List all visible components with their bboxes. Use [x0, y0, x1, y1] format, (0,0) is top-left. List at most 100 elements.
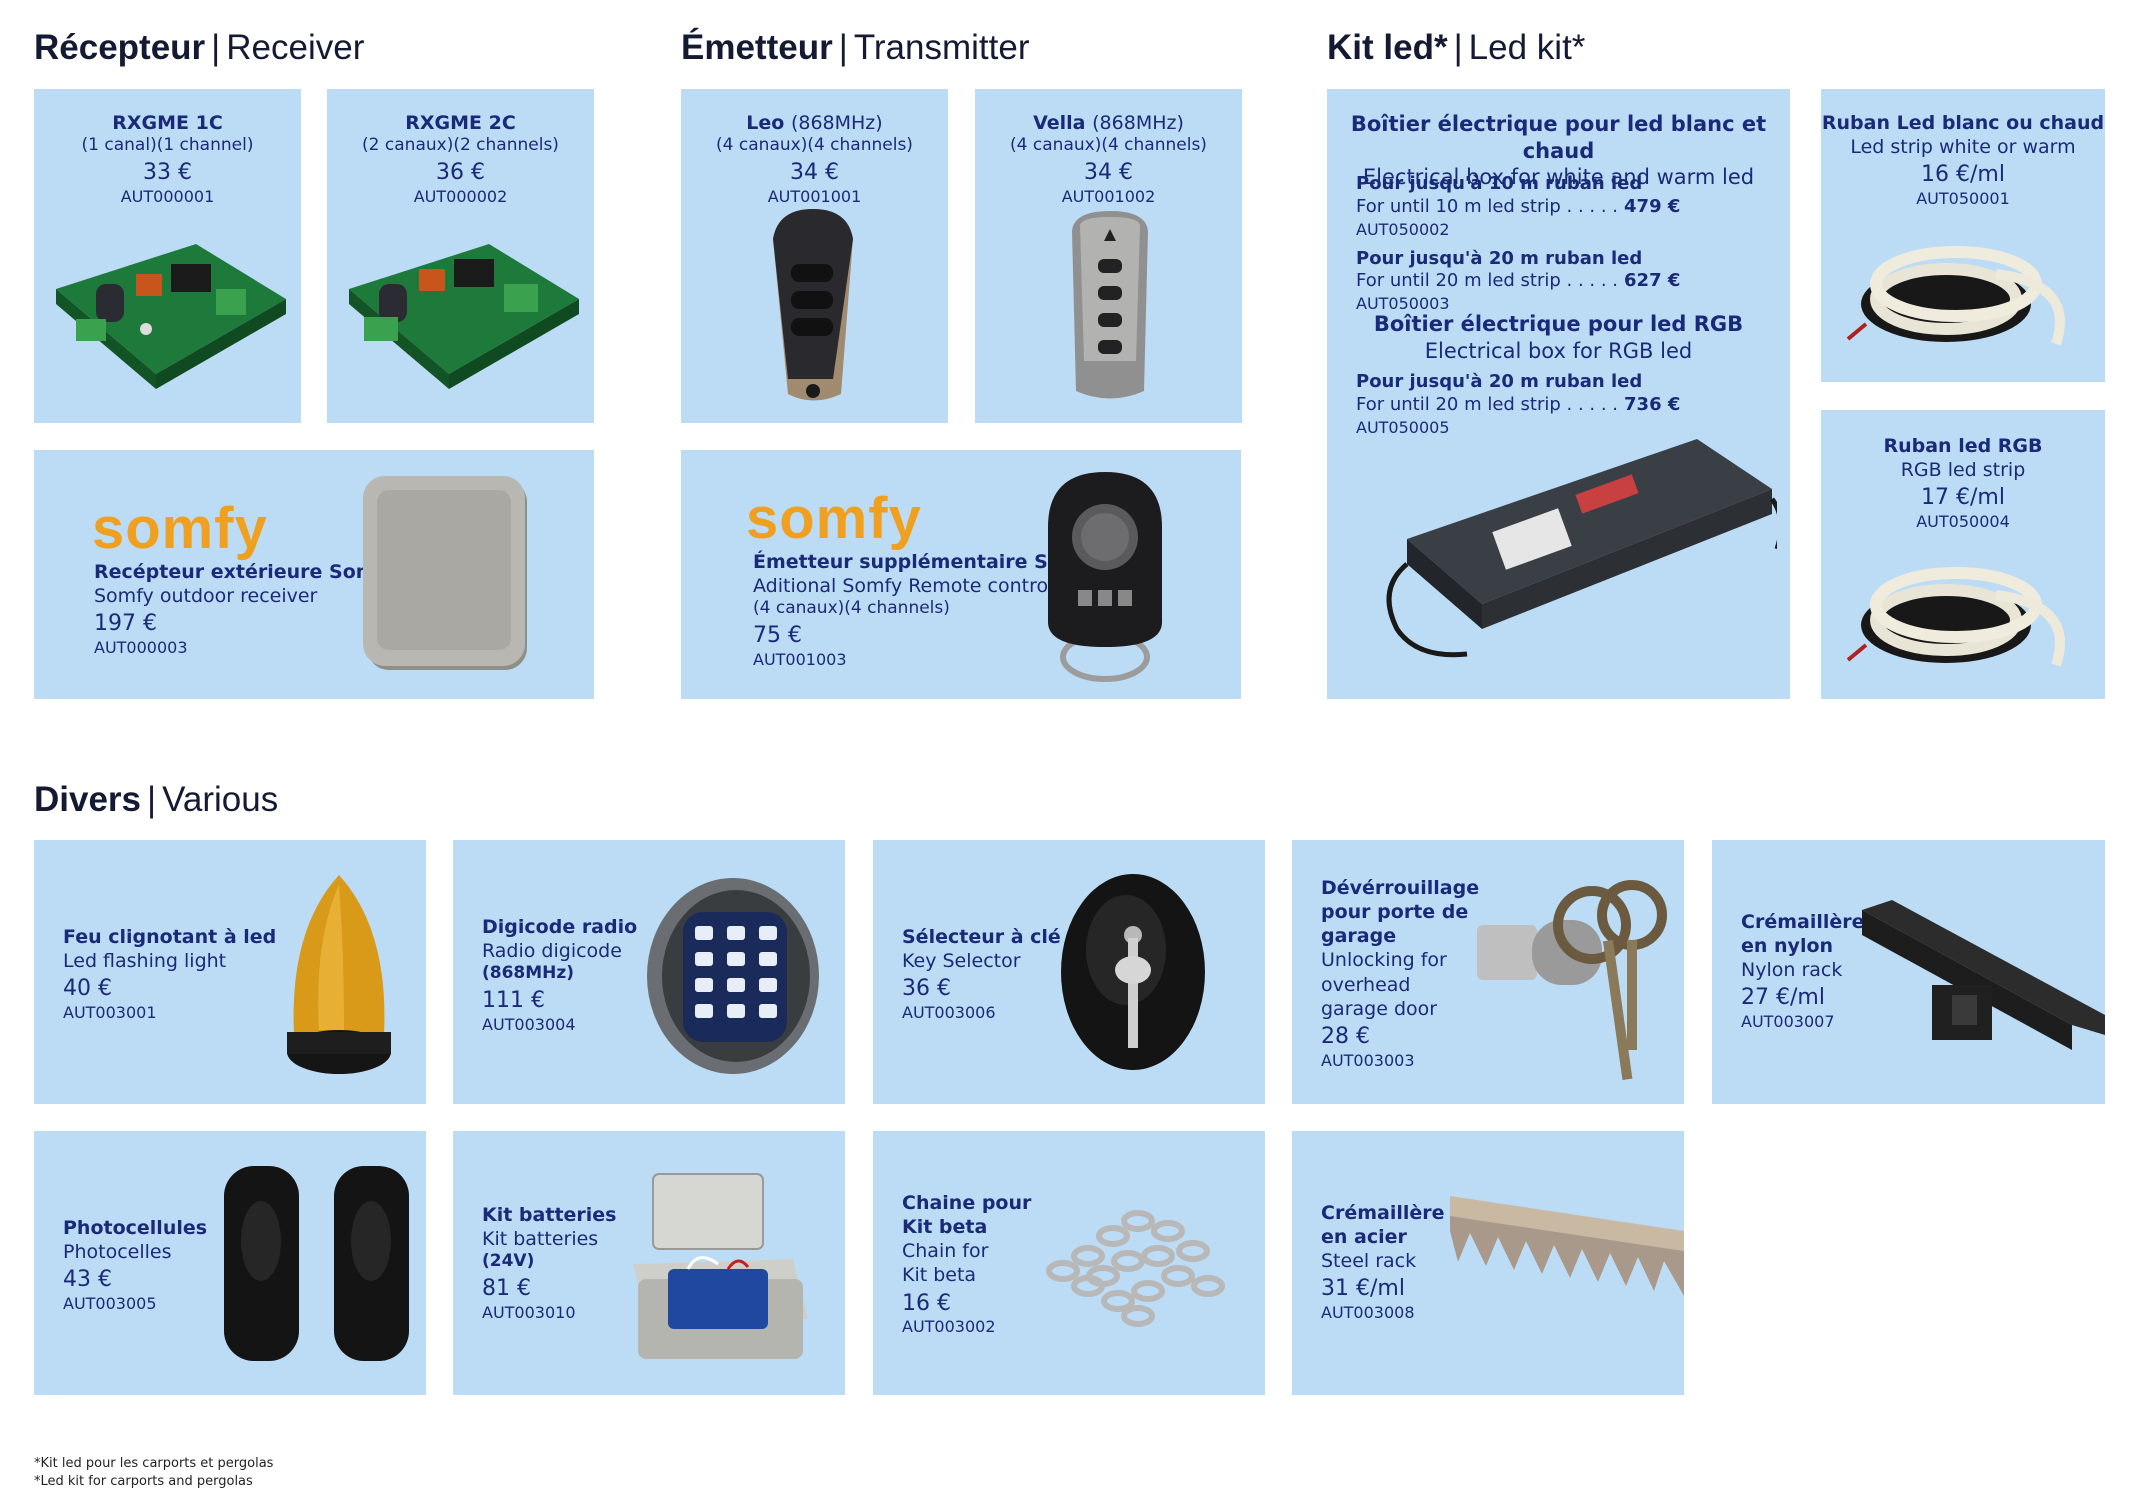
product-name: en nylon — [1741, 935, 1834, 958]
product-info: Crémaillère en nylon Nylon rack 27 €/ml … — [1741, 910, 1865, 1033]
remote-control-image — [1072, 211, 1148, 399]
product-price: 16 € — [902, 1290, 951, 1316]
product-name-text: Leo — [746, 112, 785, 134]
price-line-en: For until 20 m led strip . . . . . — [1356, 270, 1619, 292]
product-info: Recépteur extérieure Somfy Somfy outdoor… — [94, 560, 396, 659]
product-price: 31 €/ml — [1321, 1276, 1405, 1302]
section-title-transmitter: Émetteur|Transmitter — [681, 28, 1029, 68]
product-card-led-electrical-box[interactable]: Boîtier électrique pour led blanc et cha… — [1327, 89, 1790, 699]
product-name: Feu clignotant à led — [63, 926, 277, 948]
product-card-somfy-remote[interactable]: somfy Émetteur supplémentaire Somfy Adit… — [681, 450, 1241, 699]
product-name-en: Kit beta — [902, 1264, 977, 1287]
product-card-vella[interactable]: Vella (868MHz) (4 canaux)(4 channels) 34… — [975, 89, 1242, 423]
product-price: 34 € — [790, 159, 839, 185]
product-card-battery-kit[interactable]: Kit batteries Kit batteries (24V) 81 € A… — [453, 1131, 845, 1395]
price-line-ref: AUT050002 — [1356, 219, 1450, 239]
led-box-white-title: Boîtier électrique pour led blanc et cha… — [1327, 111, 1790, 191]
price-line: Pour jusqu'à 20 m ruban led For until 20… — [1356, 371, 1766, 440]
product-name: Sélecteur à clé — [902, 926, 1061, 948]
product-card-somfy-receiver[interactable]: somfy Recépteur extérieure Somfy Somfy o… — [34, 450, 594, 699]
steel-rack-image — [1450, 1196, 1684, 1296]
title-sep: | — [147, 780, 157, 819]
remote-control-image — [773, 209, 853, 401]
product-name-en: Unlocking for — [1321, 949, 1447, 972]
product-ref: AUT001002 — [1061, 186, 1156, 206]
product-card-leo[interactable]: Leo (868MHz) (4 canaux)(4 channels) 34 €… — [681, 89, 948, 423]
product-ref: AUT001001 — [767, 186, 862, 206]
product-price: 28 € — [1321, 1023, 1370, 1049]
product-ref: AUT003004 — [482, 1014, 576, 1034]
footnote-fr: *Kit led pour les carports et pergolas — [34, 1456, 274, 1471]
led-box-white-price-list: Pour jusqu'à 10 m ruban led For until 10… — [1356, 173, 1766, 316]
product-name-en: Aditional Somfy Remote control — [753, 575, 1054, 598]
somfy-logo: somfy — [746, 486, 922, 551]
product-info: Sélecteur à clé Key Selector 36 € AUT003… — [902, 925, 1061, 1024]
product-info: RXGME 1C (1 canal)(1 channel) 33 € AUT00… — [34, 111, 301, 207]
product-spec: (4 canaux)(4 channels) — [1010, 135, 1207, 156]
product-ref: AUT050001 — [1916, 189, 2010, 209]
product-info: Crémaillère en acier Steel rack 31 €/ml … — [1321, 1201, 1445, 1324]
product-ref: AUT050004 — [1916, 512, 2010, 532]
product-price: 36 € — [902, 976, 951, 1002]
product-info: Kit batteries Kit batteries (24V) 81 € A… — [482, 1203, 616, 1323]
product-card-key-selector[interactable]: Sélecteur à clé Key Selector 36 € AUT003… — [873, 840, 1265, 1104]
product-name: Vella (868MHz) — [975, 111, 1242, 135]
product-info: Vella (868MHz) (4 canaux)(4 channels) 34… — [975, 111, 1242, 207]
product-info: Leo (868MHz) (4 canaux)(4 channels) 34 €… — [681, 111, 948, 207]
nylon-rack-image — [1862, 900, 2105, 1050]
section-title-receiver: Récepteur|Receiver — [34, 28, 364, 68]
product-card-chain[interactable]: Chaine pour Kit beta Chain for Kit beta … — [873, 1131, 1265, 1395]
product-name: RXGME 1C — [112, 112, 223, 134]
product-card-steel-rack[interactable]: Crémaillère en acier Steel rack 31 €/ml … — [1292, 1131, 1684, 1395]
product-spec: (4 canaux)(4 channels) — [716, 135, 913, 156]
product-info: Photocellules Photocelles 43 € AUT003005 — [63, 1216, 207, 1315]
product-ref: AUT003010 — [482, 1302, 576, 1322]
product-price: 81 € — [482, 1275, 531, 1301]
product-card-led-strip-rgb[interactable]: Ruban led RGB RGB led strip 17 €/ml AUT0… — [1821, 410, 2105, 699]
product-name-en: Electrical box for white and warm led — [1362, 165, 1755, 190]
product-name-en: Chain for — [902, 1240, 989, 1263]
somfy-remote-image — [1048, 472, 1162, 682]
product-card-flashing-light[interactable]: Feu clignotant à led Led flashing light … — [34, 840, 426, 1104]
battery-box-image — [633, 1173, 808, 1359]
product-ref: AUT003006 — [902, 1003, 996, 1023]
product-name: Kit beta — [902, 1216, 988, 1239]
product-price: 75 € — [753, 622, 802, 648]
title-fr: Émetteur — [681, 28, 833, 67]
product-card-rxgme-1c[interactable]: RXGME 1C (1 canal)(1 channel) 33 € AUT00… — [34, 89, 301, 423]
product-card-led-strip-white[interactable]: Ruban Led blanc ou chaud Led strip white… — [1821, 89, 2105, 382]
title-en: Various — [162, 780, 279, 819]
title-sep: | — [1453, 28, 1463, 67]
product-info: Ruban Led blanc ou chaud Led strip white… — [1821, 111, 2105, 210]
section-title-various: Divers|Various — [34, 780, 278, 820]
product-price: 197 € — [94, 611, 157, 637]
product-card-rxgme-2c[interactable]: RXGME 2C (2 canaux)(2 channels) 36 € AUT… — [327, 89, 594, 423]
product-name-en: Key Selector — [902, 950, 1021, 973]
title-fr: Divers — [34, 780, 142, 819]
footnote-en: *Led kit for carports and pergolas — [34, 1474, 253, 1489]
price-line-en: For until 10 m led strip . . . . . — [1356, 195, 1619, 217]
product-spec: (24V) — [482, 1251, 535, 1272]
product-card-photocells[interactable]: Photocellules Photocelles 43 € AUT003005 — [34, 1131, 426, 1395]
product-name: en acier — [1321, 1226, 1407, 1249]
circuit-board-image — [349, 244, 579, 389]
title-en: Transmitter — [853, 28, 1030, 67]
product-name: pour porte de — [1321, 901, 1469, 924]
product-info: Digicode radio Radio digicode (868MHz) 1… — [482, 915, 637, 1035]
product-name: Émetteur supplémentaire Somfy — [753, 551, 1102, 573]
product-ref: AUT003002 — [902, 1317, 996, 1337]
lock-keys-image — [1477, 880, 1667, 1080]
product-card-nylon-rack[interactable]: Crémaillère en nylon Nylon rack 27 €/ml … — [1712, 840, 2105, 1104]
product-frequency: (868MHz) — [1092, 112, 1184, 134]
product-name-en: Somfy outdoor receiver — [94, 585, 318, 608]
product-info: Chaine pour Kit beta Chain for Kit beta … — [902, 1191, 1031, 1338]
title-en: Receiver — [226, 28, 365, 67]
product-card-radio-digicode[interactable]: Digicode radio Radio digicode (868MHz) 1… — [453, 840, 845, 1104]
product-name: Crémaillère — [1741, 911, 1865, 933]
product-card-unlocking[interactable]: Dévérrouillage pour porte de garage Unlo… — [1292, 840, 1684, 1104]
product-name-en: Radio digicode — [482, 940, 622, 963]
product-price: 36 € — [436, 159, 485, 185]
product-name: Boîtier électrique pour led RGB — [1373, 312, 1744, 336]
product-name: Leo (868MHz) — [681, 111, 948, 135]
product-name: Crémaillère — [1321, 1202, 1445, 1224]
